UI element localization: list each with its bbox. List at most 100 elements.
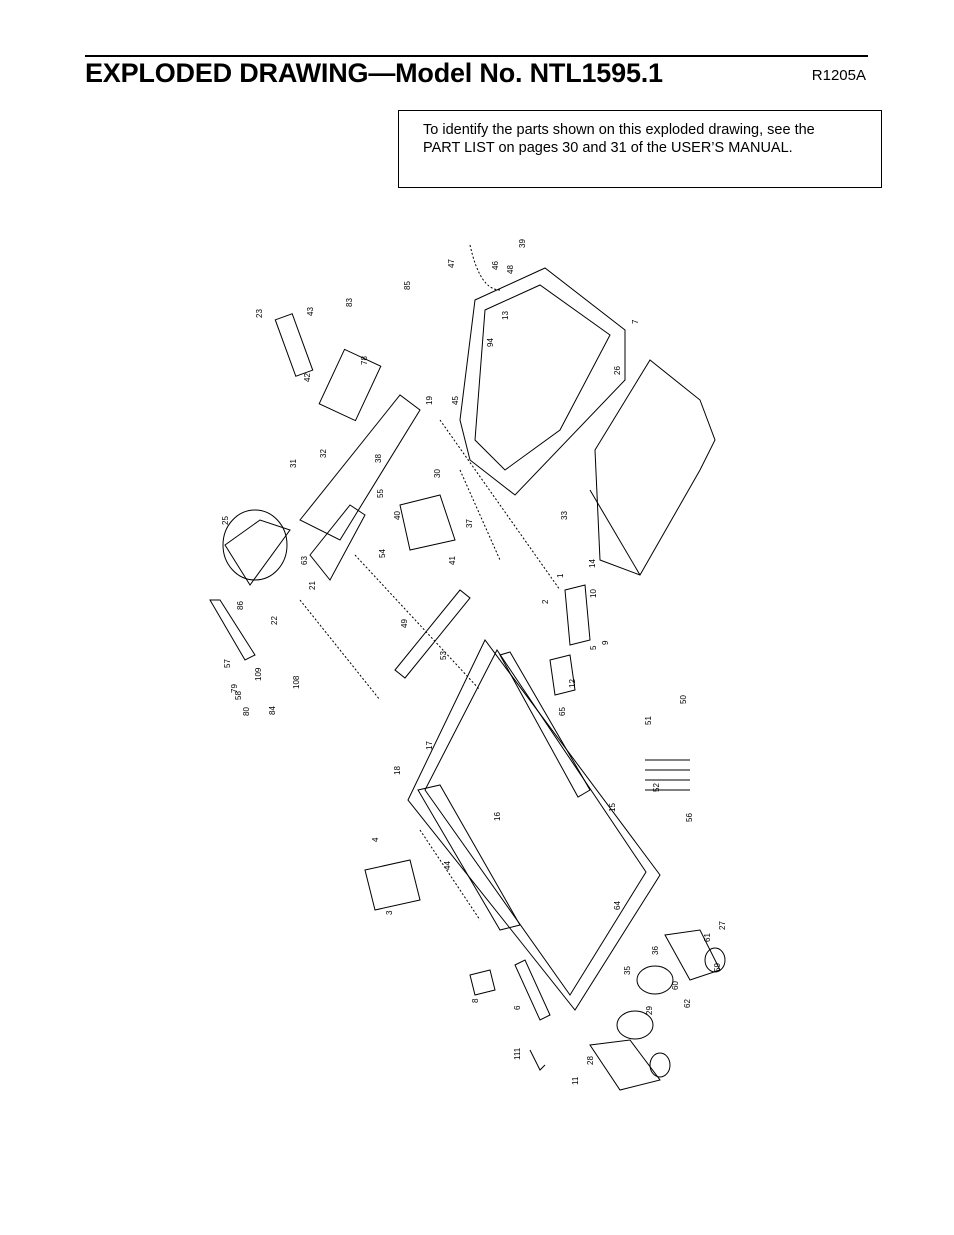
callout-4: 4: [371, 837, 380, 842]
callout-25: 25: [221, 516, 230, 525]
controller-plate: [318, 348, 382, 422]
motor-hood-cover: [594, 359, 716, 576]
rear-endcap-left: [589, 1039, 661, 1091]
left-rail: [417, 784, 521, 931]
page-title: EXPLODED DRAWING—Model No. NTL1595.1: [85, 58, 663, 88]
callout-61: 61: [703, 933, 712, 942]
endcap-wheel-left: [649, 1052, 671, 1078]
endcap-cover-right: [636, 965, 674, 995]
callout-58: 58: [234, 691, 243, 700]
callout-37: 37: [465, 519, 474, 528]
callout-85: 85: [403, 281, 412, 290]
callout-48: 48: [506, 265, 515, 274]
wire-harness: [469, 244, 501, 291]
callout-32: 32: [319, 449, 328, 458]
callout-55: 55: [376, 489, 385, 498]
pivot-bracket: [564, 584, 591, 646]
title-rule: [85, 55, 868, 57]
frame-tube-lower: [309, 504, 366, 581]
connector-line-2: [354, 554, 481, 691]
connector-line-1: [439, 419, 561, 591]
part-list-note: To identify the parts shown on this expl…: [398, 110, 882, 188]
callout-9: 9: [601, 640, 610, 645]
cable-ties: [645, 759, 690, 791]
callout-79: 79: [230, 684, 239, 693]
callout-65: 65: [558, 707, 567, 716]
callout-38: 38: [374, 454, 383, 463]
callout-17: 17: [425, 741, 434, 750]
callout-109: 109: [254, 667, 263, 681]
callout-47: 47: [447, 259, 456, 268]
callout-14: 14: [588, 559, 597, 568]
callout-43: 43: [306, 307, 315, 316]
callout-56: 56: [685, 813, 694, 822]
callout-41: 41: [448, 556, 457, 565]
callout-35: 35: [623, 966, 632, 975]
callout-86: 86: [236, 601, 245, 610]
document-code: R1205A: [811, 67, 866, 84]
drive-belt: [209, 599, 256, 661]
drive-motor: [222, 509, 288, 581]
callout-51: 51: [644, 716, 653, 725]
callout-64: 64: [613, 901, 622, 910]
callout-29: 29: [645, 1006, 654, 1015]
endcap-cover-left: [616, 1010, 654, 1040]
deck-inner-panel: [424, 649, 647, 996]
callout-7: 7: [631, 319, 640, 324]
callout-3: 3: [385, 910, 394, 915]
callout-62: 62: [683, 999, 692, 1008]
callout-22: 22: [270, 616, 279, 625]
allen-wrench: [529, 1049, 546, 1071]
callout-23: 23: [255, 309, 264, 318]
deck-pad: [514, 959, 551, 1021]
callout-27: 27: [718, 921, 727, 930]
callout-11: 11: [571, 1076, 580, 1085]
callout-10: 10: [589, 589, 598, 598]
callout-numbers: 1234567891011121314151617181921222325262…: [221, 239, 727, 1085]
isolator-bracket: [469, 969, 496, 996]
callout-84: 84: [268, 706, 277, 715]
callout-36: 36: [651, 946, 660, 955]
callout-15: 15: [608, 803, 617, 812]
callout-28: 28: [586, 1056, 595, 1065]
callout-52: 52: [652, 783, 661, 792]
callout-53: 53: [439, 651, 448, 660]
right-rail-strip: [499, 651, 591, 798]
callout-1: 1: [556, 573, 565, 578]
callout-108: 108: [292, 675, 301, 689]
rear-rail: [394, 589, 471, 679]
callout-60: 60: [671, 981, 680, 990]
callout-63: 63: [300, 556, 309, 565]
callout-59: 59: [713, 963, 722, 972]
callout-80: 80: [242, 707, 251, 716]
callout-42: 42: [303, 373, 312, 382]
callout-46: 46: [491, 261, 500, 270]
callout-19: 19: [425, 396, 434, 405]
motor-hood-frame: [459, 267, 626, 496]
connector-line-4: [459, 469, 501, 561]
callout-78: 78: [360, 356, 369, 365]
motor-hood-inner: [474, 284, 611, 471]
endcap-wheel-right: [704, 947, 726, 973]
roller-bracket: [364, 859, 421, 911]
callout-111: 111: [513, 1047, 522, 1060]
controller-board: [274, 313, 314, 377]
callout-50: 50: [679, 695, 688, 704]
callout-13: 13: [501, 311, 510, 320]
callout-5: 5: [589, 645, 598, 650]
callout-44: 44: [443, 861, 452, 870]
callout-40: 40: [393, 511, 402, 520]
pivot-plate: [549, 654, 576, 696]
callout-45: 45: [451, 396, 460, 405]
note-line-1: To identify the parts shown on this expl…: [423, 122, 815, 138]
callout-33: 33: [560, 511, 569, 520]
frame-tube: [299, 394, 421, 541]
callout-49: 49: [400, 619, 409, 628]
callout-54: 54: [378, 549, 387, 558]
incline-motor: [399, 494, 456, 551]
connector-line-3: [299, 599, 381, 701]
callout-83: 83: [345, 298, 354, 307]
callout-21: 21: [308, 581, 317, 590]
callout-8: 8: [471, 998, 480, 1003]
